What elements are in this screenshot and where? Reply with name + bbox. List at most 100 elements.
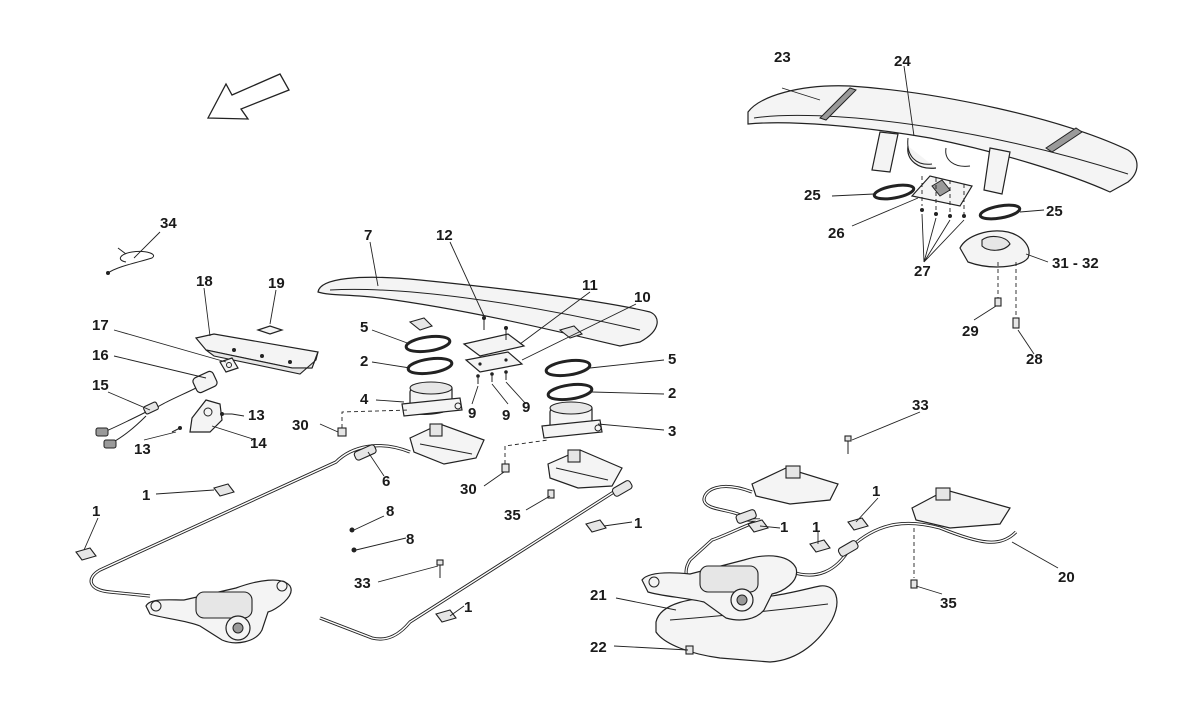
- callout-6: 6: [382, 473, 390, 490]
- callout-11: 11: [582, 277, 598, 294]
- clip-1-d: [435, 609, 457, 623]
- callout-18: 18: [196, 273, 213, 290]
- callout-1-c: 1: [634, 515, 642, 532]
- screw-30-right: [501, 439, 549, 473]
- screws-9: [476, 370, 508, 384]
- callout-25-left: 25: [804, 187, 821, 204]
- callout-12: 12: [436, 227, 453, 244]
- hinge-right: [547, 449, 623, 489]
- leader-lines: [83, 65, 1059, 651]
- motor-left: [145, 579, 292, 644]
- callout-5-right: 5: [668, 351, 676, 368]
- callout-7: 7: [364, 227, 372, 244]
- callout-1-f: 1: [812, 519, 820, 536]
- screw-12: [482, 316, 508, 340]
- callout-20: 20: [1058, 569, 1075, 586]
- clip-1-b: [75, 547, 97, 561]
- callout-30-left: 30: [292, 417, 309, 434]
- gasket-25-right: [978, 203, 1022, 221]
- plate-10: [464, 351, 524, 373]
- clip-1-e: [747, 519, 769, 533]
- gasket-2-left: [406, 356, 454, 376]
- callout-35-left: 35: [504, 507, 521, 524]
- rear-wing-23: [747, 85, 1138, 193]
- callout-26: 26: [828, 225, 845, 242]
- callout-22: 22: [590, 639, 607, 656]
- motor-right: [641, 555, 798, 621]
- direction-arrow-icon: [206, 73, 290, 120]
- gasket-25-left: [872, 183, 916, 201]
- bracket-14: [189, 399, 223, 433]
- callout-15: 15: [92, 377, 109, 394]
- callout-4: 4: [360, 391, 369, 408]
- callout-33-right: 33: [912, 397, 929, 414]
- callout-8-b: 8: [406, 531, 414, 548]
- wiring-harness-34: [106, 247, 154, 275]
- callout-1-e: 1: [780, 519, 788, 536]
- callout-16: 16: [92, 347, 109, 364]
- screw-29: [994, 262, 1002, 307]
- callout-19: 19: [268, 275, 285, 292]
- callout-13-left: 13: [134, 441, 151, 458]
- callout-labels: 34 18 19 17 16 15 13 13 14 7 12 11 10 5 …: [92, 49, 1099, 656]
- housing-4: [401, 381, 463, 417]
- callout-29: 29: [962, 323, 979, 340]
- callout-35-right: 35: [940, 595, 957, 612]
- housing-3: [541, 401, 603, 439]
- callout-1-g: 1: [872, 483, 880, 500]
- callout-23: 23: [774, 49, 791, 66]
- clip-1-f: [809, 539, 831, 553]
- trim-strip-18: [194, 333, 319, 375]
- callout-17: 17: [92, 317, 109, 334]
- callout-14: 14: [250, 435, 267, 452]
- callout-10: 10: [634, 289, 651, 306]
- cable-6: [89, 444, 633, 641]
- clip-1-g: [847, 517, 869, 531]
- callout-9-b: 9: [502, 407, 510, 424]
- callout-9-c: 9: [522, 399, 530, 416]
- bolt-33-right: [844, 435, 852, 454]
- gasket-5-right: [544, 358, 592, 378]
- hinge-right-top: [751, 465, 839, 505]
- callout-30-right: 30: [460, 481, 477, 498]
- clip-1-c: [585, 519, 607, 533]
- callout-25-right: 25: [1046, 203, 1063, 220]
- screw-30-left: [337, 409, 411, 437]
- screw-13-a: [220, 412, 232, 416]
- callout-1-d: 1: [464, 599, 472, 616]
- callout-24: 24: [894, 53, 911, 70]
- spoiler-7: [317, 276, 658, 347]
- base-31-32: [959, 230, 1030, 268]
- screw-28: [1012, 262, 1020, 329]
- plate-11: [462, 333, 526, 357]
- bolt-33-left: [436, 559, 444, 578]
- callout-33-left: 33: [354, 575, 371, 592]
- callout-27: 27: [914, 263, 931, 280]
- callout-34: 34: [160, 215, 177, 232]
- gasket-5-left: [404, 334, 452, 354]
- pad-19: [256, 325, 284, 335]
- callout-31-32: 31 - 32: [1052, 255, 1099, 272]
- callout-21: 21: [590, 587, 607, 604]
- screw-13-b: [171, 426, 182, 433]
- wing-support-24: [871, 131, 1011, 195]
- screws-27: [920, 176, 966, 218]
- gasket-2-right: [546, 382, 594, 402]
- clip-1-a: [213, 483, 235, 497]
- callout-8-a: 8: [386, 503, 394, 520]
- callout-3: 3: [668, 423, 676, 440]
- hinge-left: [409, 423, 485, 465]
- screw-35-right: [910, 528, 918, 589]
- callout-1-a: 1: [142, 487, 150, 504]
- callout-2-left: 2: [360, 353, 368, 370]
- callout-1-b: 1: [92, 503, 100, 520]
- mount-26: [910, 175, 973, 207]
- screw-8-b: [351, 547, 357, 553]
- callout-28: 28: [1026, 351, 1043, 368]
- screw-8-a: [349, 527, 355, 533]
- callout-2-right: 2: [668, 385, 676, 402]
- callout-5-left: 5: [360, 319, 368, 336]
- callout-9-a: 9: [468, 405, 476, 422]
- callout-13-right: 13: [248, 407, 265, 424]
